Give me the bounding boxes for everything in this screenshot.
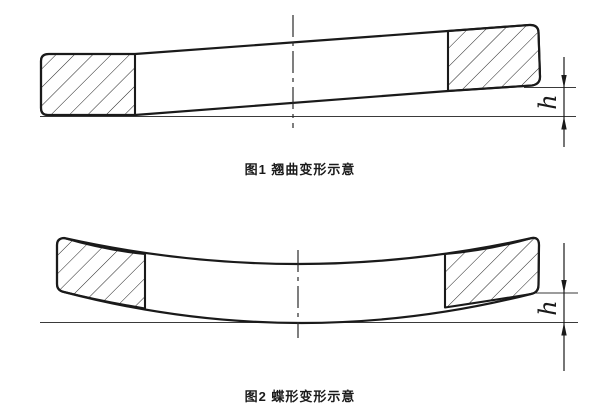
figure2-hatched-section-right bbox=[443, 236, 541, 309]
figure2-h-dimension: h bbox=[534, 243, 567, 371]
figure1-hatched-section-left bbox=[39, 52, 137, 117]
figure1-arrow-down-icon bbox=[561, 75, 567, 88]
figure2-arrow-up-icon bbox=[561, 322, 567, 336]
figure1-caption: 图1 翘曲变形示意 bbox=[244, 162, 356, 177]
figure2-hatched-section-left bbox=[55, 236, 147, 310]
figure2-caption: 图2 蝶形变形示意 bbox=[244, 389, 356, 404]
figure2-dimension-label-h: h bbox=[534, 300, 562, 315]
figure1-diagram: h bbox=[39, 15, 576, 147]
figure1-h-dimension: h bbox=[534, 57, 567, 147]
figure1-arrow-up-icon bbox=[561, 116, 567, 130]
figure2-diagram: h bbox=[40, 236, 578, 371]
figure2-arrow-down-icon bbox=[561, 280, 567, 293]
figure1-hatched-section-right bbox=[446, 23, 542, 93]
figure1-dimension-label-h: h bbox=[534, 94, 562, 109]
